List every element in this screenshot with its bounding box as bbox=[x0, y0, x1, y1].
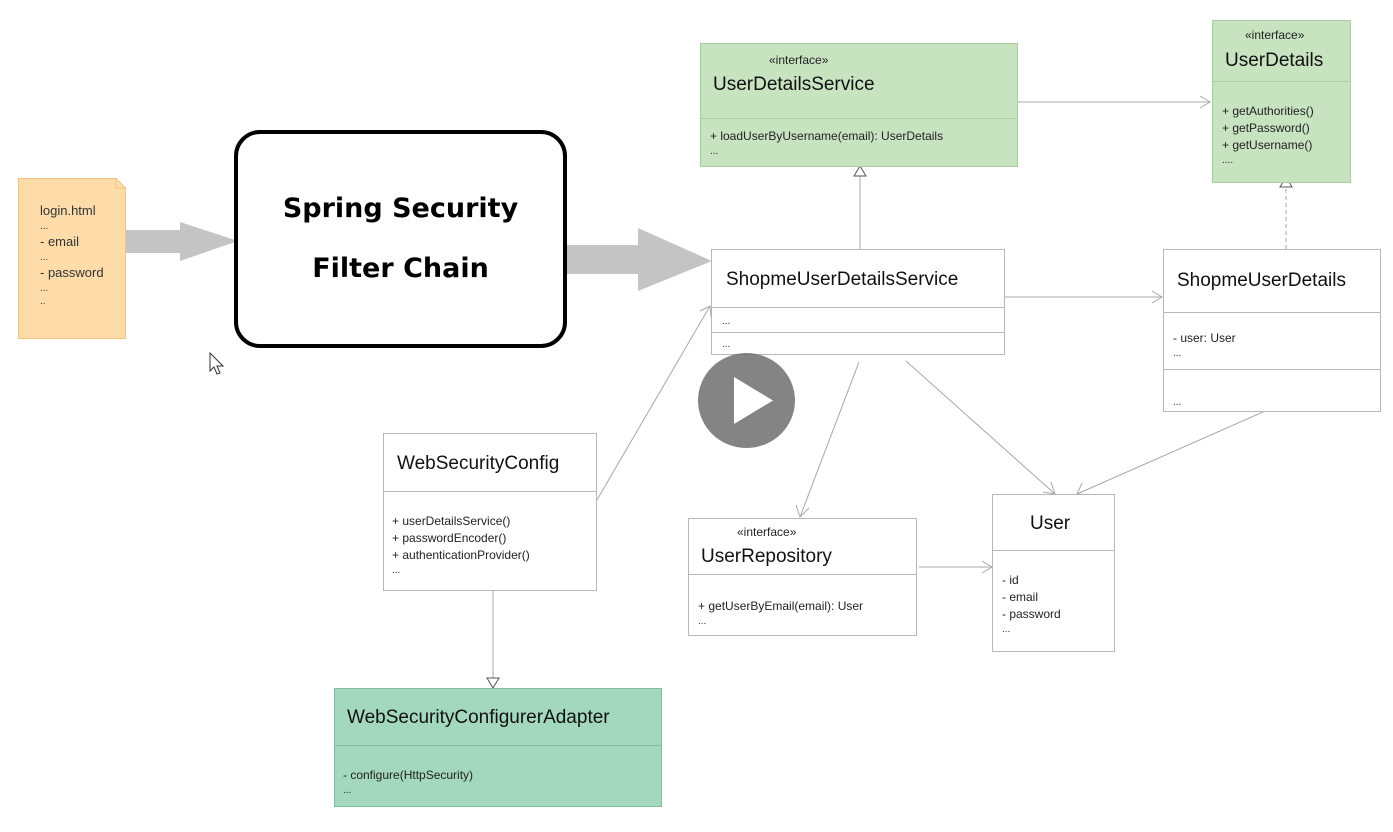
assoc-arrowhead-config-service bbox=[699, 305, 712, 318]
attribute: - id bbox=[1002, 573, 1019, 587]
filter-chain-line1: Spring Security bbox=[282, 193, 519, 224]
operation: + getUsername() bbox=[1222, 138, 1313, 152]
stereotype-label: «interface» bbox=[737, 525, 797, 539]
class-user-details-service: «interface» UserDetailsService + loadUse… bbox=[700, 43, 1018, 167]
class-user-details: «interface» UserDetails + getAuthorities… bbox=[1212, 20, 1351, 183]
class-user-repository: «interface» UserRepository + getUserByEm… bbox=[688, 518, 917, 636]
class-shopme-user-details-service: ShopmeUserDetailsService ... ... bbox=[711, 249, 1005, 355]
operation: ... bbox=[392, 565, 401, 576]
class-name: ShopmeUserDetails bbox=[1177, 270, 1346, 291]
operation: ... bbox=[698, 616, 707, 627]
attribute: - email bbox=[1002, 590, 1039, 604]
flow-arrow-login-to-filter bbox=[126, 222, 238, 261]
attribute: ... bbox=[722, 316, 731, 327]
login-doc-email: - email bbox=[40, 234, 80, 249]
operation: + passwordEncoder() bbox=[392, 531, 507, 545]
assoc-service-to-repository bbox=[799, 361, 860, 518]
assoc-details-to-user bbox=[1076, 407, 1273, 495]
assoc-service-to-user bbox=[905, 360, 1056, 495]
attribute: - password bbox=[1002, 607, 1061, 621]
stereotype-label: «interface» bbox=[1245, 28, 1305, 42]
flow-arrow-filter-to-service bbox=[567, 228, 712, 291]
operation: - configure(HttpSecurity) bbox=[343, 768, 474, 782]
class-name: WebSecurityConfigurerAdapter bbox=[347, 707, 610, 728]
document-icon bbox=[18, 178, 126, 339]
class-user: User - id - email - password ... bbox=[992, 494, 1115, 652]
operation: ... bbox=[722, 339, 731, 350]
attribute: ... bbox=[1002, 624, 1011, 635]
login-doc-ellipsis: .. bbox=[40, 296, 46, 307]
operation: + getPassword() bbox=[1222, 121, 1310, 135]
class-web-security-configurer-adapter: WebSecurityConfigurerAdapter - configure… bbox=[334, 688, 662, 807]
operation: + getAuthorities() bbox=[1222, 104, 1314, 118]
assoc-arrowhead-details bbox=[1199, 95, 1211, 109]
class-name: ShopmeUserDetailsService bbox=[726, 269, 959, 290]
class-attributes: ... bbox=[722, 315, 730, 328]
class-name: WebSecurityConfig bbox=[397, 453, 560, 474]
login-doc-content: login.html ... - email ... - password ..… bbox=[40, 202, 104, 308]
operation: ... bbox=[1173, 397, 1182, 408]
class-operations: + userDetailsService() + passwordEncoder… bbox=[392, 513, 530, 577]
class-name: User bbox=[1030, 513, 1071, 534]
assoc-arrowhead-shopme-details bbox=[1151, 290, 1163, 304]
class-operations: - configure(HttpSecurity) ... bbox=[343, 767, 473, 797]
class-name: UserRepository bbox=[701, 546, 832, 567]
class-operations: ... bbox=[1173, 396, 1181, 409]
assoc-arrowhead-repository bbox=[795, 504, 810, 518]
class-operations: + loadUserByUsername(email): UserDetails… bbox=[710, 128, 943, 158]
realization-head-service bbox=[853, 165, 867, 177]
operation: ... bbox=[710, 146, 719, 157]
login-doc-password: - password bbox=[40, 265, 104, 280]
class-shopme-user-details: ShopmeUserDetails - user: User ... ... bbox=[1163, 249, 1381, 412]
operation: + loadUserByUsername(email): UserDetails bbox=[710, 129, 944, 143]
login-doc-ellipsis: ... bbox=[40, 283, 49, 294]
operation: + userDetailsService() bbox=[392, 514, 511, 528]
class-attributes: - user: User ... bbox=[1173, 330, 1236, 360]
class-attributes: - id - email - password ... bbox=[1002, 572, 1061, 636]
login-doc-ellipsis: ... bbox=[40, 252, 49, 263]
class-name: UserDetails bbox=[1225, 50, 1324, 71]
attribute: - user: User bbox=[1173, 331, 1236, 345]
class-operations: + getUserByEmail(email): User ... bbox=[698, 598, 863, 628]
operation: .... bbox=[1222, 155, 1234, 166]
inheritance-head-adapter bbox=[486, 677, 500, 689]
class-name: UserDetailsService bbox=[713, 74, 875, 95]
class-web-security-config: WebSecurityConfig + userDetailsService()… bbox=[383, 433, 597, 591]
assoc-config-to-service bbox=[593, 305, 711, 506]
play-button[interactable] bbox=[698, 353, 795, 448]
filter-chain-line2: Filter Chain bbox=[312, 253, 489, 284]
class-operations: ... bbox=[722, 338, 730, 351]
login-doc-title: login.html bbox=[40, 203, 96, 218]
play-icon bbox=[734, 377, 773, 424]
class-operations: + getAuthorities() + getPassword() + get… bbox=[1222, 103, 1314, 167]
stereotype-label: «interface» bbox=[769, 53, 829, 67]
mouse-cursor-icon bbox=[209, 352, 225, 375]
filter-chain-box: Spring Security Filter Chain bbox=[234, 130, 567, 348]
attribute: ... bbox=[1173, 348, 1182, 359]
operation: ... bbox=[343, 785, 352, 796]
operation: + authenticationProvider() bbox=[392, 548, 530, 562]
login-doc-ellipsis: ... bbox=[40, 221, 49, 232]
operation: + getUserByEmail(email): User bbox=[698, 599, 864, 613]
